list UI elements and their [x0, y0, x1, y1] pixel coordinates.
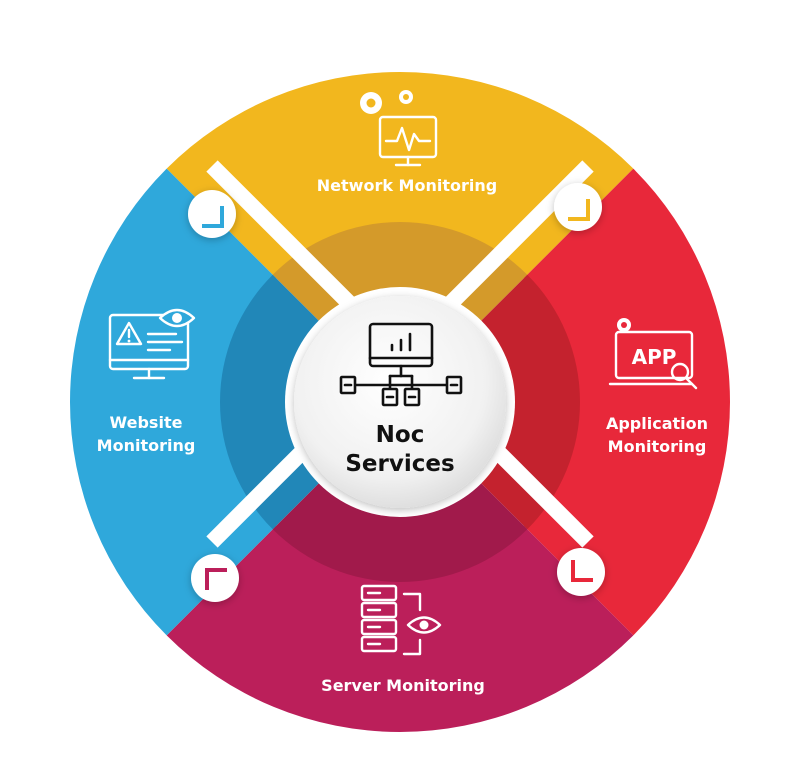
- center-title-line2: Services: [345, 451, 454, 477]
- website-content: Website Monitoring: [97, 308, 196, 455]
- center-title-line1: Noc: [376, 422, 425, 448]
- connector-top-left: [188, 190, 236, 238]
- app-icon-text: APP: [632, 345, 677, 369]
- connector-bottom-left: [191, 554, 239, 602]
- application-content: APP Application Monitoring: [606, 318, 708, 456]
- network-content: Network Monitoring: [317, 90, 497, 195]
- inner-segment-server: [272, 481, 528, 583]
- app-search-icon: APP: [608, 318, 698, 390]
- label-server: Server Monitoring: [321, 676, 485, 695]
- label-website-line2: Monitoring: [97, 436, 196, 455]
- server-eye-icon: [360, 584, 442, 656]
- segment-server[interactable]: [166, 525, 634, 732]
- center-hub[interactable]: Noc Services: [285, 287, 515, 517]
- gears-monitor-icon: [360, 90, 438, 167]
- corner-bracket-icon: [571, 560, 593, 582]
- corner-bracket-icon: [568, 199, 590, 221]
- connector-top-right: [554, 183, 602, 231]
- label-network: Network Monitoring: [317, 176, 497, 195]
- server-content: Server Monitoring: [321, 584, 485, 695]
- connector-bottom-right: [557, 548, 605, 596]
- label-application-line2: Monitoring: [608, 437, 707, 456]
- label-application-line1: Application: [606, 414, 708, 433]
- corner-bracket-icon: [205, 568, 227, 590]
- connectors: [188, 183, 605, 602]
- label-website-line1: Website: [110, 413, 183, 432]
- network-dashboard-icon: [339, 322, 463, 407]
- corner-bracket-icon: [202, 206, 224, 228]
- website-alert-icon: [108, 308, 196, 380]
